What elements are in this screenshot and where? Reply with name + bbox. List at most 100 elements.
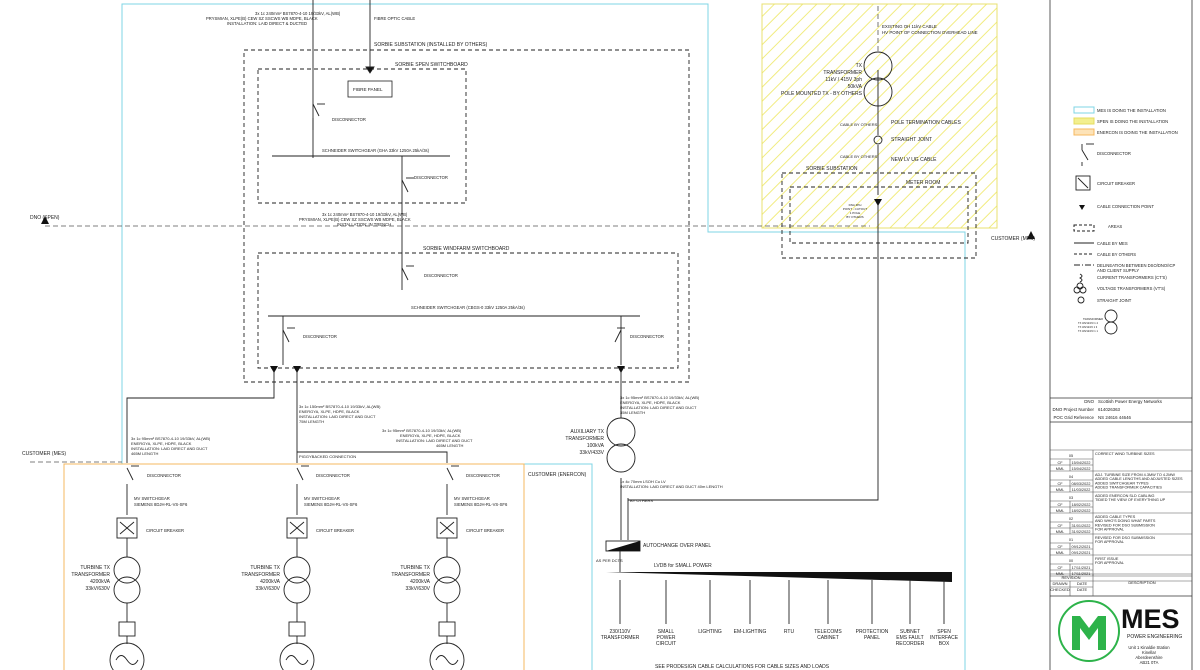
- mid-cable-spec-3: INSTALLATION: IN TRENCH: [337, 222, 391, 227]
- cb-label-3: CIRCUIT BREAKER: [466, 528, 504, 533]
- turbine-tx-3a: TURBINE TX: [400, 565, 430, 571]
- top-cable-spec-2: PRYSMIAN, XLPE(B) CEW SZ SSCWS WB MDPE, …: [206, 16, 318, 21]
- revision-cell: 01: [1069, 538, 1073, 542]
- turbine-tx-1b: TRANSFORMER: [71, 572, 110, 578]
- pole-tx-1: TX: [856, 63, 863, 69]
- cable-aux-4: 35M LENGTH: [620, 410, 645, 415]
- revision-cell: 18/02/2022: [1071, 503, 1090, 507]
- legend-ct: CURRENT TRANSFORMERS (CT'S): [1097, 275, 1167, 280]
- dno-spen-label: DNO (SPEN): [30, 215, 60, 221]
- mv-switchgear-1a: MV SWITCHGEAR: [134, 496, 170, 501]
- cable-right-2: ENERGYA, XLPE, HDPE, BLACK: [400, 433, 461, 438]
- turbine-tx-2b: TRANSFORMER: [241, 572, 280, 578]
- revision-cell: TIDIED THE VIEW OF EVERYTHING UP: [1095, 498, 1166, 502]
- by-others-cables: [30, 6, 879, 463]
- legend-areas: AREAS: [1108, 224, 1122, 229]
- dno-label: DNO: [1084, 399, 1094, 404]
- as-per-label: AS PER DCTS: [596, 558, 623, 563]
- revision-cell: 15/04/2022: [1071, 467, 1090, 471]
- sorbie-substation-box: [243, 49, 690, 383]
- turbine-chain-2: [279, 484, 315, 670]
- disconnector-label-2: DISCONNECTOR: [414, 175, 448, 180]
- turbine-chain-1: [109, 484, 145, 670]
- revision-cell: ADJ. TURBINE SIZE FROM 4.3MW TO 4.2MW: [1095, 473, 1175, 477]
- rev-header-date-1: DATE: [1077, 581, 1088, 586]
- piggyback-label: PIGGYBACKED CONNECTION: [299, 454, 356, 459]
- revision-cell: CF: [1057, 461, 1063, 465]
- revision-cell: 00: [1069, 559, 1073, 563]
- revision-cell: 17/11/2021: [1072, 572, 1091, 576]
- cable-right-3: INSTALLATION: LAID DIRECT AND DUCT: [396, 438, 473, 443]
- cb-label-2: CIRCUIT BREAKER: [316, 528, 354, 533]
- pole-tx-4: 50kVA: [848, 84, 863, 90]
- revision-cell: ADDED CABLE TYPES: [1095, 515, 1136, 519]
- cable-left-3: INSTALLATION: LAID DIRECT AND DUCT: [131, 446, 208, 451]
- rev-header-date-2: DATE: [1077, 587, 1088, 592]
- revision-cell: 11/03/2022: [1072, 488, 1091, 492]
- legend-enercon: ENERCON IS DOING THE INSTALLATION: [1097, 130, 1178, 135]
- existing-oh-2: HV POINT OF CONNECTION OVERHEAD LINE: [882, 30, 978, 35]
- aux-tx-3: 100kVA: [587, 443, 605, 449]
- legend-cable-mes: CABLE BY MES: [1097, 241, 1128, 246]
- company-name: MES: [1121, 604, 1180, 634]
- revision-cell: 09/12/2021: [1071, 551, 1090, 555]
- cable-aux-3: INSTALLATION: LAID DIRECT AND DUCT: [620, 405, 697, 410]
- lv-load-label: TELECOMS: [814, 629, 842, 635]
- lv-load-label: EM-LIGHTING: [734, 629, 767, 635]
- straight-joint-label: STRAIGHT JOINT: [891, 137, 932, 143]
- customer-mes-label-2: CUSTOMER (MES): [22, 451, 66, 457]
- disconnector-label-3: DISCONNECTOR: [424, 273, 458, 278]
- disconnector-label-1: DISCONNECTOR: [332, 117, 366, 122]
- dno-value: Scottish Power Energy Networks: [1098, 399, 1163, 404]
- address-3: Aberdeenshire: [1135, 655, 1163, 660]
- schneider-spen-label: SCHNEIDER SWITCHGEAR (GHA 33kV 1250A 25k…: [322, 148, 430, 153]
- revision-cell: CF: [1057, 503, 1063, 507]
- rev-header-drawn: DRAWN: [1053, 581, 1068, 586]
- lv-load-label: PROTECTION: [856, 629, 889, 635]
- revision-cell: REVISED FOR DSO SUBMISSION: [1095, 536, 1155, 540]
- meter-room-box: [789, 186, 969, 244]
- revision-cell: 17/11/2021: [1072, 566, 1091, 570]
- disconnector-label-t2: DISCONNECTOR: [316, 473, 350, 478]
- revision-cell: FOR APPROVAL: [1095, 528, 1124, 532]
- rev-header-checked: CHECKED: [1050, 587, 1070, 592]
- legend-mes: MES IS DOING THE INSTALLATION: [1097, 108, 1166, 113]
- aux-tx-2: TRANSFORMER: [565, 436, 604, 442]
- windfarm-switchboard-box: [257, 252, 679, 369]
- disconnector-symbols: [126, 103, 625, 481]
- lv-load-label: RECORDER: [896, 641, 925, 647]
- lv-load-label: INTERFACE: [930, 635, 959, 641]
- pole-tx-2: TRANSFORMER: [823, 70, 862, 76]
- title-block-frame: [1049, 0, 1193, 670]
- cable-aux-2: ENERGYA, XLPE, HDPE, BLACK: [620, 400, 681, 405]
- cable-right-4: 465M LENGTH: [436, 443, 463, 448]
- company-tagline: POWER ENGINEERING: [1127, 634, 1182, 640]
- cable-mid-2: ENERGYA, XLPE, HDPE, BLACK: [299, 409, 360, 414]
- customer-mes-label-1: CUSTOMER (MES): [991, 236, 1035, 242]
- transformer-symbols: [606, 51, 893, 473]
- lv-load-label: LIGHTING: [698, 629, 722, 635]
- existing-oh-1: EXISTING OH 11kV CABLE: [882, 24, 937, 29]
- lv-load-label: PANEL: [864, 635, 880, 641]
- revision-cell: REVISED FOR DSO SUBMISSION: [1095, 523, 1155, 527]
- revision-cell: 02: [1069, 517, 1073, 521]
- mv-switchgear-3a: MV SWITCHGEAR: [454, 496, 490, 501]
- legend-tx-3: TX 3/6/12/15 1 3: [1078, 325, 1098, 329]
- lv-load-label: SUBNET: [900, 629, 920, 635]
- dno-project-value: 614026363: [1098, 407, 1121, 412]
- spen-area: [761, 3, 998, 229]
- meter-room-label: METER ROOM: [906, 180, 940, 186]
- lv-load-label: TRANSFORMER: [601, 635, 640, 641]
- cable-mid-1: 3x 1c 150mm² BS7870-4-10 19/33kV, AL(WB): [299, 404, 381, 409]
- disconnector-label-5: DISCONNECTOR: [630, 334, 664, 339]
- revision-cell: AND WHO'S DOING WHAT PARTS: [1095, 519, 1156, 523]
- cable-mid-3: INSTALLATION: LAID DIRECT AND DUCT: [299, 414, 376, 419]
- turbine-tx-1c: 4200kVA: [90, 579, 111, 585]
- revision-grid: [1050, 449, 1192, 596]
- turbine-tx-2a: TURBINE TX: [250, 565, 280, 571]
- revision-cell: MML: [1056, 509, 1064, 513]
- fibre-optic-cable-label: FIBRE OPTIC CABLE: [374, 16, 415, 21]
- revision-cell: ADDED CABLE LENGTHS AND ADJUSTED SIZES: [1095, 477, 1183, 481]
- revision-cell: MML: [1056, 530, 1064, 534]
- cable-mid-4: 75M LENGTH: [299, 419, 324, 424]
